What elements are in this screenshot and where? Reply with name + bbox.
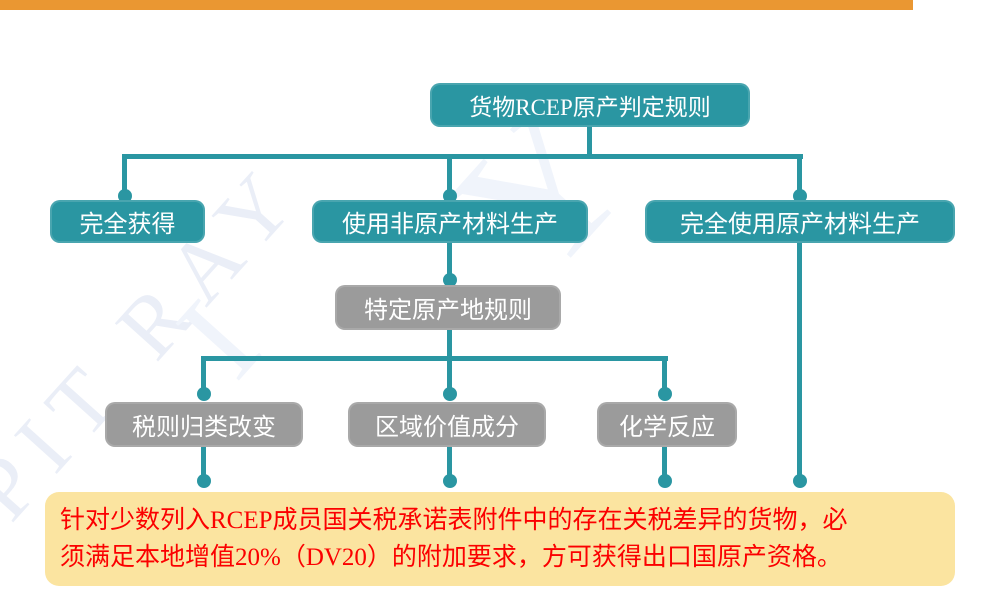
connector-dot bbox=[793, 474, 807, 488]
connector-drop-criterion2 bbox=[447, 356, 452, 392]
connector-drop-criterion1 bbox=[201, 356, 206, 392]
note-line-2: 须满足本地增值20%（DV20）的附加要求，方可获得出口国原产资格。 bbox=[60, 544, 842, 571]
connector-dot bbox=[443, 189, 457, 203]
note-line-1: 针对少数列入RCEP成员国关税承诺表附件中的存在关税差异的货物，必 bbox=[60, 507, 848, 534]
node-produced-exclusively-from-originating-materials: 完全使用原产材料生产 bbox=[645, 200, 955, 243]
top-accent-bar bbox=[0, 0, 913, 10]
node-product-specific-rules: 特定原产地规则 bbox=[335, 285, 561, 330]
connector-drop-branch3 bbox=[797, 154, 802, 194]
connector-dot bbox=[658, 474, 672, 488]
node-regional-value-content: 区域价值成分 bbox=[348, 402, 546, 447]
connector-dot bbox=[118, 189, 132, 203]
connector-level2-horizontal bbox=[122, 154, 803, 159]
connector-dot bbox=[197, 387, 211, 401]
connector-drop-criterion3 bbox=[662, 356, 667, 392]
node-chemical-reaction: 化学反应 bbox=[597, 402, 737, 447]
node-root-rcep-origin-rules: 货物RCEP原产判定规则 bbox=[430, 83, 750, 127]
connector-dot bbox=[443, 387, 457, 401]
node-wholly-obtained: 完全获得 bbox=[50, 200, 205, 243]
connector-criterion1-to-note bbox=[201, 447, 206, 479]
connector-dot bbox=[443, 273, 457, 287]
connector-criterion3-to-note bbox=[662, 447, 667, 479]
connector-drop-branch2 bbox=[447, 154, 452, 194]
connector-branch3-to-note bbox=[797, 243, 802, 479]
connector-dot bbox=[443, 474, 457, 488]
connector-dot bbox=[793, 189, 807, 203]
connector-criterion2-to-note bbox=[447, 447, 452, 479]
connector-criteria-horizontal bbox=[201, 356, 668, 361]
connector-dot bbox=[658, 387, 672, 401]
node-tariff-classification-change: 税则归类改变 bbox=[105, 402, 303, 447]
connector-drop-branch1 bbox=[122, 154, 127, 194]
connector-branch2-to-psr bbox=[447, 243, 452, 278]
connector-dot bbox=[197, 474, 211, 488]
node-produced-from-non-originating-materials: 使用非原产材料生产 bbox=[312, 200, 588, 243]
connector-root-vertical bbox=[587, 127, 592, 156]
connector-psr-vertical bbox=[447, 330, 452, 358]
note-box-dv20-requirement: 针对少数列入RCEP成员国关税承诺表附件中的存在关税差异的货物，必 须满足本地增… bbox=[45, 492, 955, 586]
